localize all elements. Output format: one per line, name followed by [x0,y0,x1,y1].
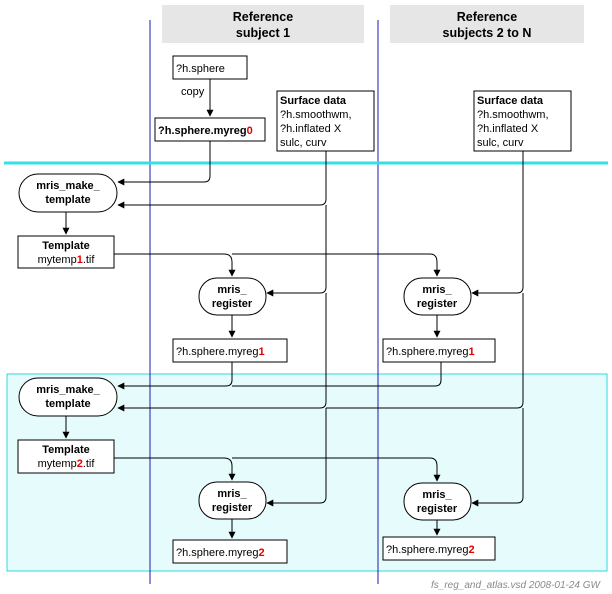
make-template-1 [18,173,118,213]
register-2b-line2: register [417,503,458,515]
register-1a-line2: register [212,298,253,310]
myreg1b-label: ?h.sphere.myreg1 [386,346,475,358]
arrow-surface2-to-make-template-2 [326,293,524,409]
copy-label: copy [181,86,205,98]
myreg2a-label: ?h.sphere.myreg2 [176,547,265,559]
myreg0-label: ?h.sphere.myreg0 [158,125,253,137]
make-template-2-line1: mris_make_ [36,384,100,396]
arrow-surface2-to-register-2b [471,408,524,507]
make-template-1-line1: mris_make_ [36,180,100,192]
arrow-surface1-to-register-2a [266,408,327,507]
arrow-myreg1b-to-make-template-2 [232,362,442,387]
register-2a-line2: register [212,502,253,514]
surface-2-line1: ?h.smoothwm, [477,109,549,121]
template-2-box [17,439,115,474]
myreg1b-box [382,338,496,363]
arrow-template-2-to-register-2a [114,457,236,481]
template-2-title: Template [42,444,89,456]
myreg2a-box [172,539,288,564]
template-1-title: Template [42,240,89,252]
myreg2b-label: ?h.sphere.myreg2 [386,544,475,556]
make-template-1-line2: template [45,194,90,206]
template-1-file: mytemp1.tif [38,254,96,266]
surface-1-title: Surface data [280,95,347,107]
arrow-myreg1a-to-make-template-2 [117,362,233,390]
surface-1-line2: ?h.inflated X [280,123,342,135]
header-reference-subjects-2-to-n: Reference subjects 2 to N [390,5,584,43]
connectors [62,141,524,539]
arrow-template-1-to-register-1b [232,253,441,277]
myreg2b-box [382,536,496,561]
register-1b-line1: mris_ [422,284,452,296]
arrow-surface1-to-register-1a [266,205,327,297]
footer-label: fs_reg_and_atlas.vsd 2008-01-24 GW [431,580,602,591]
header-2-line1: Reference [457,10,517,24]
header-2-line2: subjects 2 to N [443,26,532,40]
template-1-box [17,235,115,269]
myreg1a-label: ?h.sphere.myreg1 [176,346,265,358]
surface-2-line2: ?h.inflated X [477,123,539,135]
myreg1a-box [172,338,288,363]
arrow-myreg0-to-make-template-1 [117,141,211,186]
surface-1-line1: ?h.smoothwm, [280,109,352,121]
surface-2-line3: sulc, curv [477,137,524,149]
arrow-template-1-to-register-1a [114,253,236,277]
header-1-line1: Reference [233,10,293,24]
register-2b-line1: mris_ [422,489,452,501]
surface-1-line3: sulc, curv [280,137,327,149]
register-1b-line2: register [417,298,458,310]
surface-2-title: Surface data [477,95,544,107]
arrow-surface1-to-make-template-1 [117,151,327,209]
make-template-2-line2: template [45,398,90,410]
template-2-file: mytemp2.tif [38,458,96,470]
sphere-label: ?h.sphere [176,63,225,75]
make-template-2 [18,377,118,417]
register-1a-line1: mris_ [217,284,247,296]
arrow-surface1-to-make-template-2 [117,293,327,412]
arrow-surface2-to-register-1b [471,151,524,297]
arrow-template-2-to-register-2b [232,457,441,482]
header-reference-subject-1: Reference subject 1 [162,5,364,43]
header-1-line2: subject 1 [236,26,290,40]
register-2a-line1: mris_ [217,488,247,500]
